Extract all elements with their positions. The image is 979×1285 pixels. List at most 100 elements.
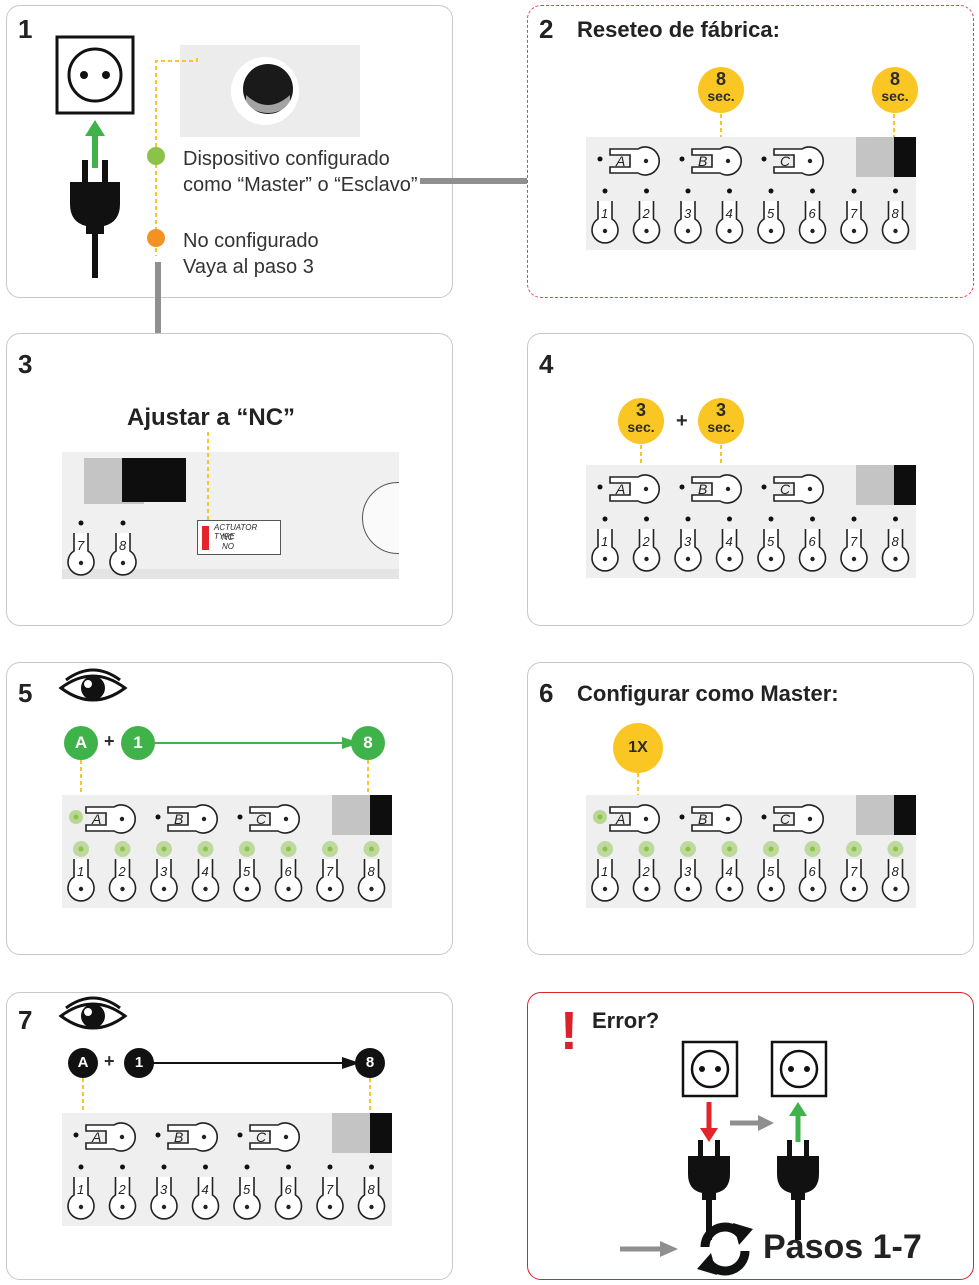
device-black-block [370,1113,392,1153]
button-4[interactable]: 4 [191,1164,220,1220]
button-7[interactable]: 7 [840,188,868,244]
button-label: A [91,811,101,827]
button-1[interactable]: 1 [591,841,619,902]
button-center [78,886,84,892]
button-6[interactable]: 6 [274,1164,303,1220]
button-label: 2 [118,1182,127,1197]
button-8[interactable]: 8 [881,841,910,902]
s7-led-1: 1 [124,1048,154,1078]
button-center [851,556,857,562]
button-3[interactable]: 3 [674,841,702,902]
button-7[interactable]: 7 [316,1164,344,1220]
button-center [725,486,731,492]
s6-badge: 1X [613,723,663,773]
button-c[interactable]: C [237,1122,300,1152]
button-center [203,886,208,892]
switch-slider[interactable] [202,526,209,550]
button-b[interactable]: B [155,1122,218,1152]
button-7[interactable]: 7 [840,841,868,902]
device-terminal [332,1113,372,1153]
button-center [768,556,774,562]
led-dot [602,516,608,522]
led-dot [369,1164,374,1170]
button-a[interactable]: A [597,474,660,504]
button-2[interactable]: 2 [108,1164,137,1220]
led-dot [810,846,815,852]
led-dot [685,516,691,522]
button-1[interactable]: 1 [67,841,95,902]
step-5-number: 5 [18,678,33,708]
button-8[interactable]: 8 [881,188,910,244]
button-body [609,146,660,176]
led-dot [851,516,857,522]
button-6[interactable]: 6 [798,841,827,902]
led-dot [644,846,649,852]
s7-led-1-label: 1 [134,1054,144,1071]
button-c[interactable]: C [761,474,824,504]
button-c[interactable]: C [761,146,824,176]
led-dot [155,814,161,820]
button-4[interactable]: 4 [715,841,744,902]
button-2[interactable]: 2 [632,188,661,244]
button-7[interactable]: 7 [316,841,344,902]
button-3[interactable]: 3 [674,188,702,244]
button-7[interactable]: 7 [840,516,868,572]
button-5[interactable]: 5 [233,1164,261,1220]
button-b[interactable]: B [679,804,742,834]
button-center [369,886,374,892]
button-8[interactable]: 8 [109,520,137,576]
button-label: 5 [767,864,775,879]
s4-badge-b-unit: sec. [707,419,735,435]
button-body [715,201,744,244]
button-7[interactable]: 7 [67,520,95,576]
button-body [773,804,824,834]
button-2[interactable]: 2 [632,841,661,902]
button-body [691,474,742,504]
s4-badge-a-num: 3 [635,400,646,420]
actuator-type-switch[interactable]: ACTUATOR TYPE NC NO [197,520,281,555]
device-black-block [894,795,916,835]
button-2[interactable]: 2 [632,516,661,572]
button-b[interactable]: B [679,474,742,504]
button-5[interactable]: 5 [233,841,261,902]
button-1[interactable]: 1 [591,516,619,572]
power-socket-icon [55,35,135,115]
button-6[interactable]: 6 [798,516,827,572]
button-a[interactable]: A [597,146,660,176]
button-4[interactable]: 4 [191,841,220,902]
button-8[interactable]: 8 [881,516,910,572]
button-b[interactable]: B [155,804,218,834]
button-label: 3 [160,864,168,879]
s2-badge-8-circle [872,67,918,113]
button-6[interactable]: 6 [798,188,827,244]
button-8[interactable]: 8 [357,1164,386,1220]
led-dot [602,188,608,194]
button-4[interactable]: 4 [715,516,744,572]
led-dot [327,846,333,852]
button-6[interactable]: 6 [274,841,303,902]
button-1[interactable]: 1 [67,1164,95,1220]
button-3[interactable]: 3 [150,1164,178,1220]
button-c[interactable]: C [237,804,300,834]
button-body [609,804,660,834]
button-a[interactable]: A [593,804,660,834]
button-body [357,859,386,902]
button-a[interactable]: A [69,804,136,834]
button-a[interactable]: A [73,1122,136,1152]
button-b[interactable]: B [679,146,742,176]
button-5[interactable]: 5 [757,516,785,572]
button-c[interactable]: C [761,804,824,834]
button-body [191,859,220,902]
button-1[interactable]: 1 [591,188,619,244]
button-3[interactable]: 3 [674,516,702,572]
button-label: B [698,481,707,497]
button-8[interactable]: 8 [357,841,386,902]
button-2[interactable]: 2 [108,841,137,902]
button-center [78,560,84,566]
step-2-number: 2 [539,14,554,44]
button-5[interactable]: 5 [757,841,785,902]
button-5[interactable]: 5 [757,188,785,244]
button-4[interactable]: 4 [715,188,744,244]
button-3[interactable]: 3 [150,841,178,902]
